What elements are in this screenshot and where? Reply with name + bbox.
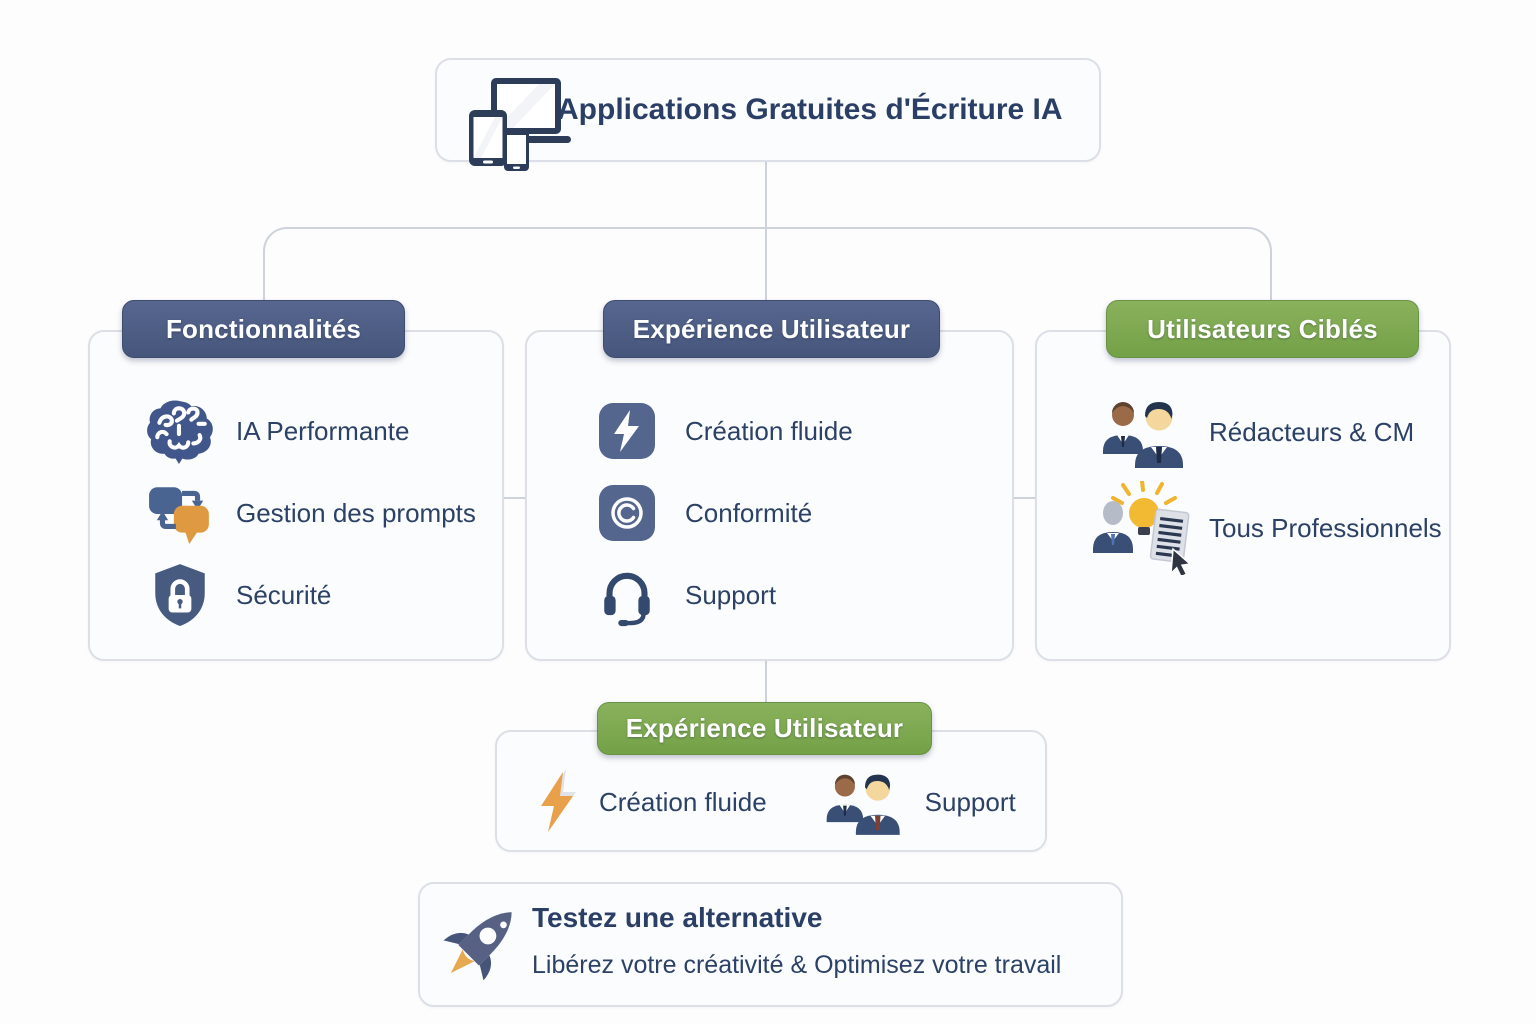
root-title: Applications Gratuites d'Écriture IA [557,93,1063,126]
feature-item-label: Gestion des prompts [236,497,476,528]
feature-item: Gestion des prompts [90,472,502,554]
writers-people-icon [1093,395,1197,469]
feature-item-label: Support [685,579,777,610]
lightning-square-icon [599,403,655,459]
prompts-icon [142,481,218,545]
branch-header-utilisateurs-cibles: Utilisateurs Ciblés [1106,300,1419,358]
feature-item-label: Rédacteurs & CM [1209,416,1415,447]
sub-branch-header-experience-utilisateur: Expérience Utilisateur [597,702,932,755]
connector-root-vertical [765,158,767,228]
branch-header-experience-utilisateur: Expérience Utilisateur [603,300,940,358]
branch-header-fonctionnalites: Fonctionnalités [122,300,405,358]
feature-item-label: Sécurité [236,579,332,610]
feature-item-label: Conformité [685,497,813,528]
feature-item-label: Création fluide [685,415,853,446]
professionals-icon [1093,481,1197,575]
connector-middle-vertical [765,227,767,300]
cta-box: Testez une alternative Libérez votre cré… [418,882,1123,1007]
feature-item: Tous Professionnels [1037,480,1449,576]
feature-item: Création fluide [527,390,1012,472]
connector-sub-vertical [765,657,767,702]
feature-item-label: Support [924,786,1016,817]
connector-middle-right [1008,497,1037,499]
connector-branch-tree [263,227,1272,302]
panel-utilisateurs-cibles: Rédacteurs & CM [1035,330,1451,661]
root-node: Applications Gratuites d'Écriture IA [435,58,1101,171]
feature-item-label: IA Performante [236,415,410,446]
shield-lock-icon [142,562,218,628]
cta-subtitle: Libérez votre créativité & Optimisez vot… [532,951,1062,979]
brain-icon [142,398,218,464]
feature-item: Conformité [527,472,1012,554]
support-people-icon [823,767,907,837]
feature-item: Support [527,554,1012,636]
connector-left-middle [498,497,527,499]
rocket-icon [443,912,512,981]
feature-item-label: Création fluide [599,786,767,817]
panel-fonctionnalites: IA Performante Gestion des prompts [88,330,504,661]
feature-item: Sécurité [90,554,502,636]
copyright-square-icon [599,485,655,541]
panel-experience-utilisateur: Création fluide Conformité [525,330,1014,661]
headset-icon [599,562,655,628]
cta-title: Testez une alternative [532,902,823,933]
feature-item-label: Tous Professionnels [1209,512,1442,543]
feature-item: Rédacteurs & CM [1037,384,1449,480]
orange-lightning-icon [535,769,581,835]
feature-item: IA Performante [90,390,502,472]
devices-icon [469,78,571,171]
